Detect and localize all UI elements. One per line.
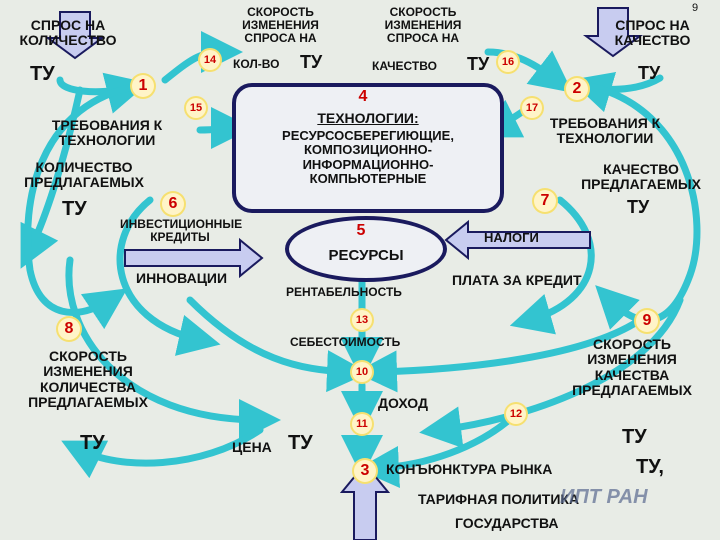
hollow-arrow-invest-right <box>124 237 264 279</box>
arrow-spros-to-kach <box>484 48 573 93</box>
cena-label: ЦЕНА <box>232 439 272 455</box>
number-badge-8: 8 <box>58 318 80 340</box>
speed-kol-pred-label: СКОРОСТЬ ИЗМЕНЕНИЯ КОЛИЧЕСТВА ПРЕДЛАГАЕМ… <box>28 348 148 411</box>
innov-label: ИННОВАЦИИ <box>136 270 228 286</box>
number-badge-7: 7 <box>534 190 556 212</box>
speed-kol-label: СКОРОСТЬ ИЗМЕНЕНИЯ СПРОСА НА <box>242 5 319 46</box>
dohod-label: ДОХОД <box>378 395 428 411</box>
gosud-label: ГОСУДАРСТВА <box>455 515 559 531</box>
arrow-left-bottom-to-cena <box>65 256 281 441</box>
treb-kach-label: ТРЕБОВАНИЯ К ТЕХНОЛОГИИ <box>549 115 661 147</box>
kach-pred-label: КАЧЕСТВО ПРЕДЛАГАЕМЫХ <box>581 161 701 193</box>
number-badge-3: 3 <box>354 460 376 482</box>
tu-label: ТУ <box>467 54 490 74</box>
number-badge-13: 13 <box>352 310 372 330</box>
tu-label: ТУ <box>30 63 55 85</box>
nalogi-label: НАЛОГИ <box>484 230 539 245</box>
arrow-9-to-10 <box>355 316 644 393</box>
tu-label: ТУ <box>300 52 323 72</box>
technology-box: ТЕХНОЛОГИИ: РЕСУРСОСБЕРЕГИЮЩИЕ, КОМПОЗИЦ… <box>232 83 504 213</box>
number-badge-10: 10 <box>352 362 372 382</box>
number-badge-6: 6 <box>162 193 184 215</box>
tech-title: ТЕХНОЛОГИИ: <box>317 110 419 126</box>
watermark: ИПТ РАН <box>560 486 648 508</box>
tu-label: ТУ <box>622 426 647 448</box>
hollow-arrow-bottom-up <box>339 462 391 540</box>
tu-label: ТУ <box>80 432 105 454</box>
number-badge-12: 12 <box>506 404 526 424</box>
kol-pred-label: КОЛИЧЕСТВО ПРЕДЛАГАЕМЫХ <box>24 159 144 191</box>
treb-kol-label: ТРЕБОВАНИЯ К ТЕХНОЛОГИИ <box>51 117 163 149</box>
hollow-arrow-spros-kol-down <box>44 11 106 60</box>
rentab-label: РЕНТАБЕЛЬНОСТЬ <box>286 285 402 299</box>
tu-label: ТУ, <box>636 456 664 478</box>
sebest-label: СЕБЕСТОИМОСТЬ <box>290 335 401 349</box>
number-badge-4: 4 <box>358 88 368 105</box>
speed-kach-label: СКОРОСТЬ ИЗМЕНЕНИЯ СПРОСА НА <box>384 5 462 46</box>
tu-label: ТУ <box>62 198 87 220</box>
plata-label: ПЛАТА ЗА КРЕДИТ <box>452 272 582 288</box>
tu-label: ТУ <box>288 432 313 454</box>
number-badge-2: 2 <box>566 78 588 100</box>
number-badge-5: 5 <box>356 222 366 239</box>
arrow-right-bottom <box>419 296 684 449</box>
resursy-label: РЕСУРСЫ <box>328 247 404 264</box>
hollow-arrow-nalogi-left <box>444 219 591 261</box>
number-badge-11: 11 <box>352 414 372 434</box>
arrow-12-to-3 <box>357 406 524 488</box>
number-badge-16: 16 <box>498 52 518 72</box>
resources-ellipse: РЕСУРСЫ <box>285 216 447 282</box>
number-badge-1: 1 <box>132 75 154 97</box>
arrow-left-inner <box>116 196 221 356</box>
tu-label: ТУ <box>627 197 650 217</box>
konyunktura-label: КОНЪЮНКТУРА РЫНКА <box>386 461 553 477</box>
tarif-label: ТАРИФНАЯ ПОЛИТИКА <box>418 491 580 507</box>
hollow-arrow-spros-kach-down <box>582 7 644 58</box>
arrow-cena-loop <box>61 426 264 479</box>
kachestvo-label: КАЧЕСТВО <box>372 59 437 73</box>
spros-kach-label: СПРОС НА КАЧЕСТВО <box>614 17 691 49</box>
speed-kach-pred-label: СКОРОСТЬ ИЗМЕНЕНИЯ КАЧЕСТВА ПРЕДЛАГАЕМЫХ <box>572 336 692 399</box>
spros-kol-label: СПРОС НА КОЛИЧЕСТВО <box>19 17 117 49</box>
kol-vo-label: КОЛ-ВО <box>233 57 280 71</box>
page-number: 9 <box>692 2 699 14</box>
tu-label: ТУ <box>638 63 661 83</box>
number-badge-9: 9 <box>636 310 658 332</box>
number-badge-17: 17 <box>522 98 542 118</box>
number-badge-15: 15 <box>186 98 206 118</box>
number-badge-14: 14 <box>200 50 220 70</box>
invest-label: ИНВЕСТИЦИОННЫЕ КРЕДИТЫ <box>120 217 243 245</box>
arrow-15-to-tech <box>196 107 253 150</box>
arrow-right-inner <box>509 196 595 335</box>
tech-list: РЕСУРСОСБЕРЕГИЮЩИЕ, КОМПОЗИЦИОННО- ИНФОР… <box>282 128 454 186</box>
